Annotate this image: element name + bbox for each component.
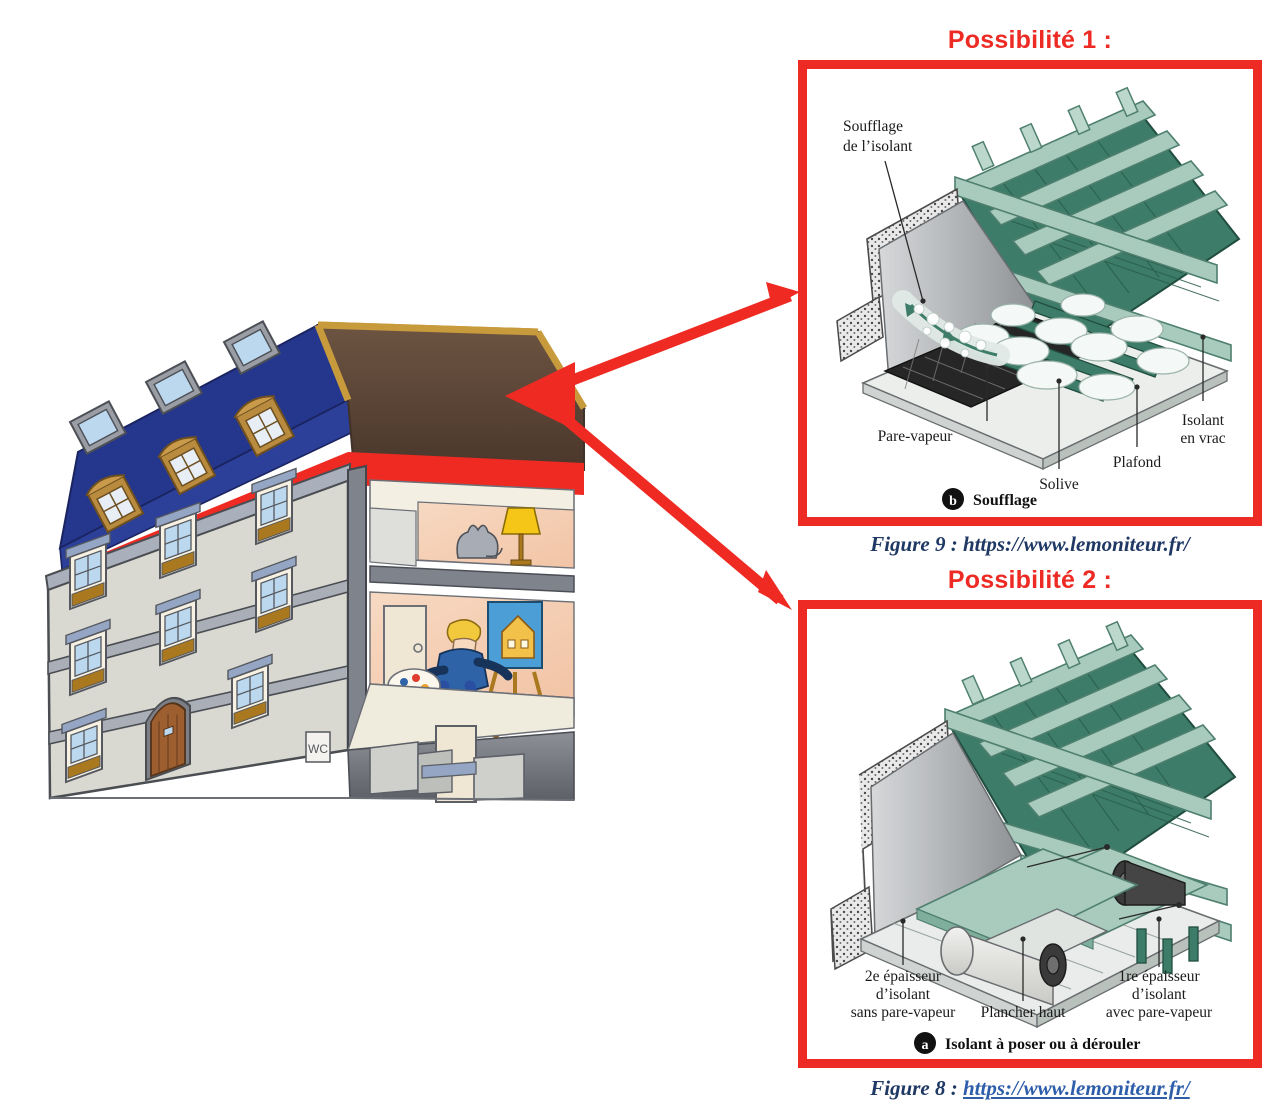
- diagram-bottom-title: Isolant à poser ou à dérouler: [945, 1036, 1140, 1053]
- label-isolant-vrac-line1: Isolant: [1182, 412, 1225, 429]
- skylights: [68, 319, 282, 456]
- arrow-to-possibility-1-head: [766, 282, 800, 307]
- possibility-1-figure-box: Soufflage de l’isolant Pare-vapeur Soliv…: [798, 60, 1262, 526]
- ground-floor-elements: WC: [61, 653, 331, 784]
- possibility-2-heading: Possibilité 2 :: [947, 566, 1113, 594]
- badge-letter: b: [949, 494, 957, 509]
- label-plafond: Plafond: [1113, 454, 1161, 471]
- isolant-en-vrac: [956, 293, 1190, 401]
- label-soufflage-line1: Soufflage: [843, 118, 903, 135]
- diagram-top-labels: Soufflage de l’isolant Pare-vapeur Soliv…: [843, 118, 1226, 493]
- entrance-door: [145, 696, 191, 782]
- leader-lines-2: [902, 846, 1180, 1001]
- label-soufflage-line2: de l’isolant: [843, 138, 913, 155]
- diagram-top-badge-title: b Soufflage: [942, 488, 1037, 510]
- rouleau-isolant: [940, 908, 1109, 1007]
- diagram-bottom-labels: 2e épaisseur d’isolant sans pare-vapeur …: [851, 968, 1213, 1021]
- figure-9-url: https://www.lemoniteur.fr/: [962, 532, 1190, 556]
- badge-letter: a: [922, 1038, 929, 1053]
- label-2e-epaisseur-line1: 2e épaisseur: [865, 968, 942, 985]
- diagram-bottom-badge-title: a Isolant à poser ou à dérouler: [914, 1032, 1140, 1054]
- figure-9-prefix: Figure 9 :: [870, 532, 963, 556]
- leader-dots-2: [900, 844, 1182, 942]
- diagram-soufflage: Soufflage de l’isolant Pare-vapeur Soliv…: [836, 86, 1241, 510]
- label-1re-epaisseur-line3: avec pare-vapeur: [1106, 1004, 1213, 1021]
- label-2e-epaisseur-line2: d’isolant: [876, 986, 931, 1003]
- diagram-top-title: Soufflage: [973, 492, 1037, 509]
- wc-sign: WC: [305, 731, 331, 763]
- label-plancher-haut: Plancher haut: [981, 1004, 1066, 1021]
- possibility-2-figure-box: 2e épaisseur d’isolant sans pare-vapeur …: [798, 600, 1262, 1068]
- label-solive: Solive: [1039, 476, 1079, 493]
- gable-wall-2: [830, 719, 1023, 971]
- label-2e-epaisseur-line3: sans pare-vapeur: [851, 1004, 956, 1021]
- label-1re-epaisseur-line2: d’isolant: [1132, 986, 1187, 1003]
- possibility-1-heading: Possibilité 1 :: [947, 26, 1113, 54]
- figure-8-caption: Figure 8 : https://www.lemoniteur.fr/: [798, 1076, 1262, 1101]
- interior-cutaway: [50, 479, 575, 803]
- easel-and-canvas: [486, 601, 544, 703]
- support-posts: [1136, 926, 1199, 974]
- svg-text:WC: WC: [308, 742, 328, 756]
- label-isolant-vrac-line2: en vrac: [1180, 430, 1225, 447]
- figure-8-prefix: Figure 8 :: [870, 1076, 963, 1100]
- house-cutaway-illustration: WC: [44, 319, 587, 803]
- figure-9-caption: Figure 9 : https://www.lemoniteur.fr/: [798, 532, 1262, 557]
- label-pare-vapeur: Pare-vapeur: [878, 428, 954, 445]
- soufflage-stream: [892, 290, 1010, 366]
- facade-group: WC: [44, 462, 367, 800]
- lamp: [500, 507, 542, 566]
- label-1re-epaisseur-line1: 1re épaisseur: [1118, 968, 1200, 985]
- facade-windows-middle: [65, 555, 297, 697]
- arrow-to-possibility-2-head: [758, 570, 792, 610]
- cat: [456, 524, 503, 559]
- facade-windows-upper: [65, 467, 297, 611]
- diagram-isolant-a-poser: 2e épaisseur d’isolant sans pare-vapeur …: [830, 620, 1237, 1054]
- dormer-windows: [85, 395, 296, 534]
- figure-8-url-link[interactable]: https://www.lemoniteur.fr/: [962, 1076, 1190, 1100]
- leader-dots: [920, 298, 1206, 390]
- leader-lines: [884, 160, 1204, 469]
